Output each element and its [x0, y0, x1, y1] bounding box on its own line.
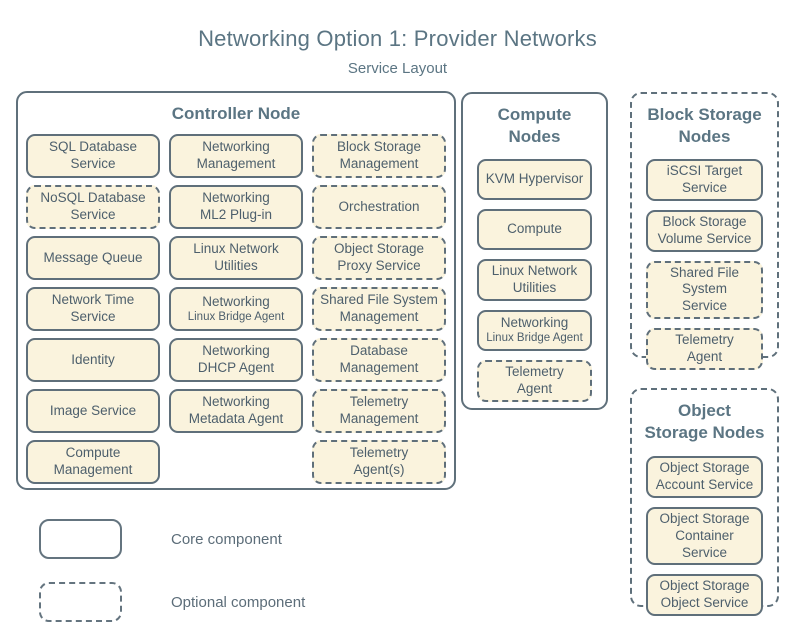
service-label: Telemetry Agent(s): [349, 445, 409, 477]
group-block-storage-nodes: Block Storage Nodes iSCSI Target Service…: [630, 92, 779, 370]
legend-optional-label: Optional component: [171, 593, 306, 611]
service-label: Linux Network Utilities: [193, 241, 279, 273]
service-networking-metadata-agent: Networking Metadata Agent: [169, 389, 303, 433]
service-object-storage-account: Object Storage Account Service: [646, 456, 763, 498]
service-label: NoSQL Database Service: [40, 190, 146, 222]
service-label: Shared File System Management: [320, 292, 438, 324]
service-label: Block Storage Management: [336, 139, 422, 171]
service-sublabel: Linux Bridge Agent: [187, 310, 285, 323]
service-networking-management: Networking Management: [169, 134, 303, 178]
service-label: Linux Network Utilities: [491, 263, 578, 295]
service-label: Compute Management: [53, 445, 133, 477]
service-label: Object Storage Object Service: [659, 578, 750, 611]
service-shared-file-system-management: Shared File System Management: [312, 287, 446, 331]
service-sql-database: SQL Database Service: [26, 134, 160, 178]
service-networking-dhcp-agent: Networking DHCP Agent: [169, 338, 303, 382]
compute-services-stack: KVM Hypervisor Compute Linux Network Uti…: [477, 159, 592, 402]
legend-core-swatch: [39, 519, 122, 559]
service-label: Networking Metadata Agent: [188, 394, 284, 426]
diagram-subtitle: Service Layout: [347, 60, 448, 77]
legend-item-core: Core component: [39, 519, 282, 559]
group-object-storage-nodes: Object Storage Nodes Object Storage Acco…: [630, 388, 779, 617]
group-block-storage-nodes-title: Block Storage Nodes: [647, 105, 762, 146]
service-label: Compute: [507, 221, 562, 237]
group-controller-node-title: Controller Node: [171, 104, 301, 123]
group-object-storage-nodes-title: Object Storage Nodes: [644, 401, 765, 442]
service-block-storage-management: Block Storage Management: [312, 134, 446, 178]
controller-services-grid: SQL Database Service Networking Manageme…: [26, 134, 446, 484]
object-storage-services-stack: Object Storage Account Service Object St…: [646, 456, 763, 617]
service-orchestration: Orchestration: [312, 185, 446, 229]
service-database-management: Database Management: [312, 338, 446, 382]
service-nosql-database: NoSQL Database Service: [26, 185, 160, 229]
group-controller-node: Controller Node SQL Database Service Net…: [16, 91, 456, 490]
service-telemetry-agent: Telemetry Agent: [477, 359, 592, 402]
service-label: Networking ML2 Plug-in: [199, 190, 273, 222]
service-block-storage-volume: Block Storage Volume Service: [646, 209, 763, 252]
service-label: Network Time Service: [51, 292, 135, 324]
diagram-title: Networking Option 1: Provider Networks: [198, 26, 597, 51]
service-label: Database Management: [339, 343, 419, 375]
service-iscsi-target: iSCSI Target Service: [646, 159, 763, 201]
service-linux-network-utilities: Linux Network Utilities: [169, 236, 303, 280]
service-network-time: Network Time Service: [26, 287, 160, 331]
service-label: Networking: [500, 314, 569, 330]
service-label: Image Service: [49, 402, 137, 418]
service-compute-management: Compute Management: [26, 440, 160, 484]
service-label: Telemetry Management: [339, 394, 419, 426]
service-label: Networking Management: [196, 139, 276, 171]
service-label: Object Storage Container Service: [659, 510, 750, 560]
service-label: Orchestration: [338, 198, 420, 214]
service-label: SQL Database Service: [48, 139, 138, 171]
legend-core-label: Core component: [171, 530, 282, 548]
service-label: Networking: [202, 293, 270, 309]
service-object-storage-proxy: Object Storage Proxy Service: [312, 236, 446, 280]
service-telemetry-agent: Telemetry Agent: [646, 328, 763, 370]
service-label: iSCSI Target Service: [666, 163, 743, 195]
group-compute-nodes-title: Compute Nodes: [497, 105, 572, 146]
service-label: Shared File System Service: [669, 264, 740, 314]
service-label: Message Queue: [43, 249, 143, 265]
group-compute-nodes: Compute Nodes KVM Hypervisor Compute Lin…: [461, 92, 608, 410]
service-shared-file-system: Shared File System Service: [646, 260, 763, 320]
service-linux-network-utilities: Linux Network Utilities: [477, 259, 592, 301]
service-label: Object Storage Proxy Service: [333, 241, 425, 273]
block-storage-services-stack: iSCSI Target Service Block Storage Volum…: [646, 159, 763, 370]
service-telemetry-agents: Telemetry Agent(s): [312, 440, 446, 484]
service-identity: Identity: [26, 338, 160, 382]
service-object-storage-container: Object Storage Container Service: [646, 506, 763, 566]
legend-item-optional: Optional component: [39, 582, 305, 622]
service-sublabel: Linux Bridge Agent: [486, 331, 583, 344]
service-compute: Compute: [477, 209, 592, 250]
legend-optional-swatch: [39, 582, 122, 622]
service-label: Identity: [71, 351, 115, 367]
service-label: Networking DHCP Agent: [197, 343, 275, 375]
service-label: Block Storage Volume Service: [657, 213, 752, 246]
service-image-service: Image Service: [26, 389, 160, 433]
service-label: KVM Hypervisor: [485, 171, 584, 187]
service-networking-ml2-plugin: Networking ML2 Plug-in: [169, 185, 303, 229]
service-label: Object Storage Account Service: [655, 460, 754, 492]
service-label: Telemetry Agent: [505, 363, 564, 396]
service-kvm-hypervisor: KVM Hypervisor: [477, 159, 592, 200]
service-telemetry-management: Telemetry Management: [312, 389, 446, 433]
service-object-storage-object: Object Storage Object Service: [646, 574, 763, 617]
service-message-queue: Message Queue: [26, 236, 160, 280]
service-label: Telemetry Agent: [675, 332, 734, 364]
